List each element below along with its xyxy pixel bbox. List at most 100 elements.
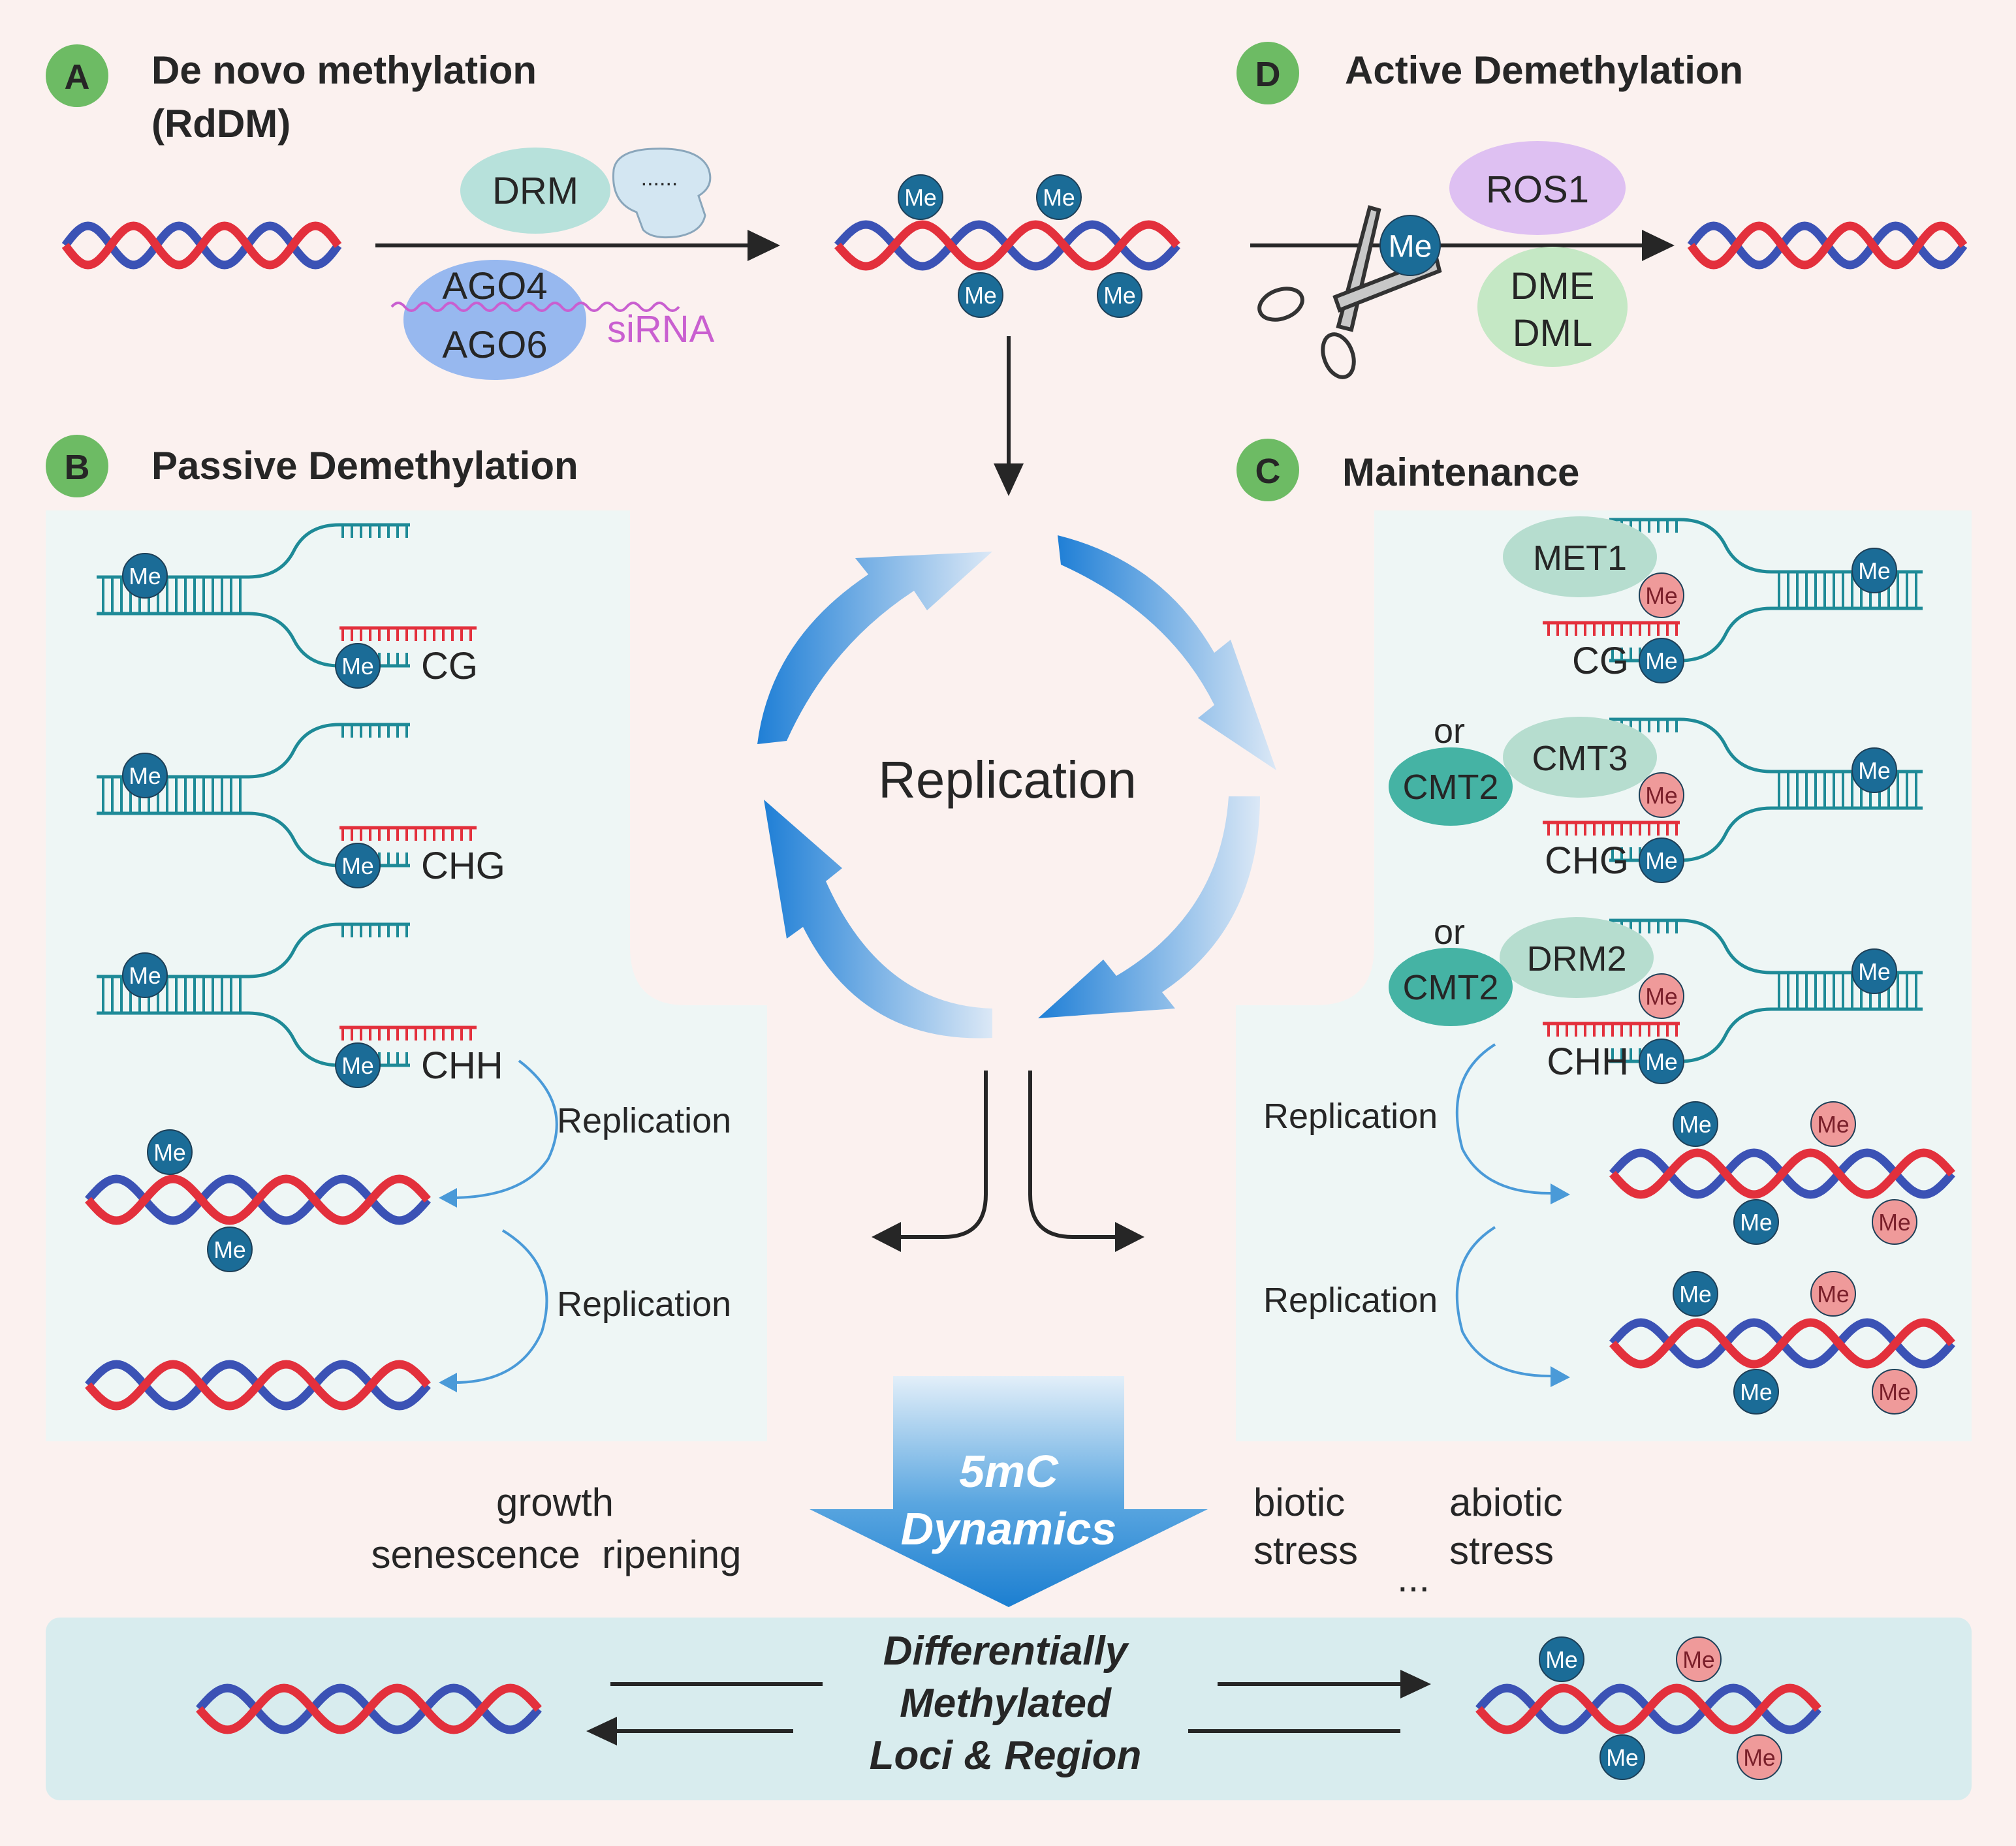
dna-strand-red bbox=[61, 221, 342, 270]
dme-label: DME bbox=[1511, 265, 1595, 307]
methyl-mark: Me bbox=[1036, 174, 1082, 220]
panel-b-background bbox=[46, 510, 767, 1441]
methyl-mark-label: Me bbox=[1743, 1745, 1776, 1771]
dna-strand-red bbox=[1687, 221, 1968, 270]
methyl-mark-label: Me bbox=[1043, 185, 1075, 211]
sirna-label: siRNA bbox=[607, 308, 715, 351]
letter-c: C bbox=[1255, 452, 1281, 491]
sequence-context-label: CHG bbox=[421, 845, 505, 887]
methyl-mark-label: Me bbox=[341, 853, 374, 879]
dna-strand-red bbox=[85, 1360, 431, 1411]
methyl-mark: Me bbox=[1639, 638, 1684, 683]
methyl-mark: Me bbox=[1639, 772, 1684, 818]
me-mark-a2: Me bbox=[1036, 174, 1082, 220]
bottom-band bbox=[46, 1618, 1972, 1800]
methyl-mark-label: Me bbox=[153, 1140, 186, 1166]
panel-a-title-1: De novo methylation bbox=[151, 48, 537, 92]
methyl-mark-label: Me bbox=[1817, 1112, 1850, 1138]
cmt2-enzyme-2 bbox=[1389, 948, 1513, 1026]
pol-complex-icon bbox=[612, 148, 712, 239]
dna-strand-red bbox=[196, 1683, 542, 1734]
me-mark-c7: Me bbox=[1733, 1369, 1779, 1415]
factor-abiotic-2: stress bbox=[1449, 1529, 1554, 1572]
ago4-label: AGO4 bbox=[442, 265, 547, 307]
me-mark-c6: Me bbox=[1810, 1271, 1856, 1317]
panel-d: D Active Demethylation Me ROS1 DME DML bbox=[1236, 42, 1968, 379]
ago-enzyme bbox=[403, 260, 586, 380]
split-arrow-left bbox=[894, 1071, 988, 1239]
arrow-d-head bbox=[1642, 230, 1675, 261]
replication-arrow-b1-head bbox=[439, 1188, 457, 1208]
or-label-2: or bbox=[1434, 913, 1465, 952]
panel-d-title: Active Demethylation bbox=[1345, 48, 1743, 92]
ros1-enzyme bbox=[1449, 141, 1626, 235]
dna-strand-red bbox=[1475, 1683, 1821, 1734]
methyl-mark: Me bbox=[898, 174, 943, 220]
me-mark-a4: Me bbox=[1097, 272, 1142, 318]
methyl-mark-label: Me bbox=[1878, 1379, 1911, 1405]
me-mark-c5: Me bbox=[1673, 1271, 1718, 1317]
dna-methylated-a bbox=[834, 220, 1180, 271]
methyl-mark: Me bbox=[1810, 1271, 1856, 1317]
fork-arm-bottom bbox=[1609, 1007, 1772, 1063]
fork-arm-top bbox=[247, 723, 410, 779]
factor-growth: growth bbox=[496, 1480, 614, 1524]
factor-senescence-ripening: senescence ripening bbox=[371, 1533, 741, 1576]
methyl-mark: Me bbox=[1639, 572, 1684, 618]
methyl-mark: Me bbox=[1676, 1636, 1722, 1682]
fork-arm-bottom bbox=[247, 1011, 410, 1067]
dna-c-methylated-2 bbox=[1609, 1318, 1955, 1369]
methyl-mark: Me bbox=[1733, 1369, 1779, 1415]
methyl-mark: Me bbox=[207, 1227, 253, 1272]
methyl-mark-label: Me bbox=[1740, 1379, 1772, 1405]
replication-arrow-c1 bbox=[1455, 1043, 1554, 1195]
letter-badge-d bbox=[1236, 42, 1299, 104]
dna-unmethylated-d bbox=[1687, 221, 1968, 270]
methyl-mark: Me bbox=[1851, 948, 1897, 994]
methyl-mark: Me bbox=[1539, 1636, 1584, 1682]
dna-c-methylated-1 bbox=[1609, 1148, 1955, 1199]
ago6-label: AGO6 bbox=[442, 324, 547, 366]
methyl-mark-label: Me bbox=[1858, 758, 1891, 784]
methyl-mark-label: Me bbox=[1645, 848, 1678, 874]
methyl-mark-label: Me bbox=[1679, 1281, 1712, 1307]
sequence-context-label: CG bbox=[421, 645, 478, 687]
methyl-mark-label: Me bbox=[341, 1053, 374, 1079]
cmt2-label-1: CMT2 bbox=[1403, 768, 1499, 807]
replication-arrow-c2 bbox=[1455, 1226, 1554, 1378]
letter-d: D bbox=[1255, 55, 1281, 94]
methyl-mark-label: Me bbox=[1740, 1210, 1772, 1236]
methyl-mark-label: Me bbox=[1679, 1112, 1712, 1138]
methyl-mark-label: Me bbox=[1645, 1049, 1678, 1075]
me-mark-c3: Me bbox=[1733, 1199, 1779, 1245]
me-mark-b2: Me bbox=[207, 1227, 253, 1272]
bottom-dna-methylated bbox=[1475, 1683, 1821, 1734]
methyl-mark-label: Me bbox=[341, 653, 374, 680]
methyl-mark-label: Me bbox=[213, 1237, 246, 1263]
methyl-mark: Me bbox=[1872, 1369, 1917, 1415]
me-mark-d: Me bbox=[1379, 215, 1441, 276]
me-mark-c1: Me bbox=[1673, 1101, 1718, 1147]
methyl-mark: Me bbox=[1733, 1199, 1779, 1245]
ros1-label: ROS1 bbox=[1486, 168, 1589, 211]
methyl-mark: Me bbox=[1851, 747, 1897, 793]
methyl-mark: Me bbox=[122, 553, 168, 599]
methyl-mark-label: Me bbox=[1645, 783, 1678, 809]
factor-biotic-2: stress bbox=[1253, 1529, 1358, 1572]
dna-strand-red bbox=[85, 1174, 431, 1225]
methyl-mark-label: Me bbox=[129, 963, 161, 989]
methyl-mark: Me bbox=[1639, 837, 1684, 883]
methyl-mark: Me bbox=[1872, 1199, 1917, 1245]
equilibrium-arrow-right-head bbox=[1400, 1670, 1431, 1698]
methyl-mark: Me bbox=[1639, 973, 1684, 1019]
methyl-mark: Me bbox=[1673, 1101, 1718, 1147]
panel-a: A De novo methylation (RdDM) DRM ...... … bbox=[46, 44, 1180, 496]
replication-label-c1: Replication bbox=[1263, 1097, 1438, 1136]
me-mark-a3: Me bbox=[958, 272, 1003, 318]
dna-unmethylated-a bbox=[61, 221, 342, 270]
met1-label: MET1 bbox=[1533, 539, 1627, 578]
